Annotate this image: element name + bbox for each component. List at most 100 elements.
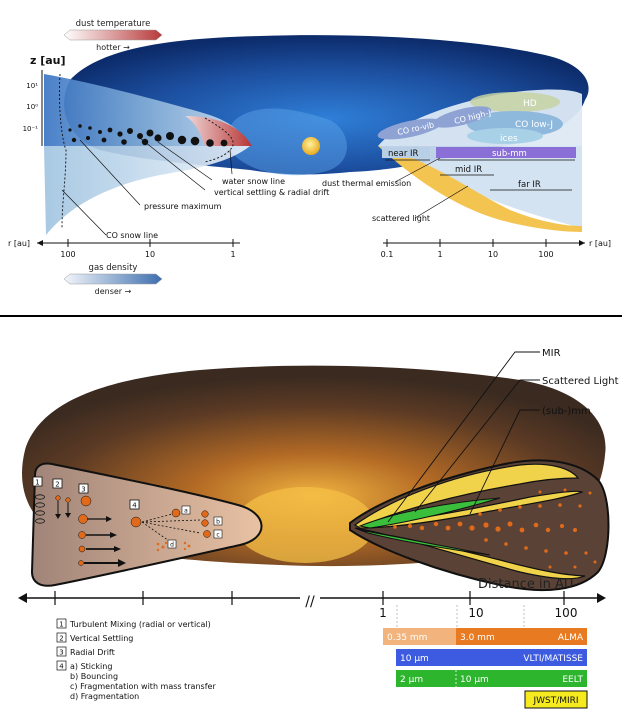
scattered-leader [414, 379, 540, 513]
warm-core [235, 487, 375, 563]
z-tick-3: 10⁻¹ [23, 125, 39, 133]
scattered-light-layer [378, 146, 582, 232]
process-legend: 1 Turbulent Mixing (radial or vertical) … [56, 618, 216, 701]
svg-text:c: c [216, 532, 219, 539]
svg-text:2: 2 [55, 481, 59, 489]
grain-leaders [61, 137, 233, 236]
gas-legend-note: denser → [95, 287, 132, 296]
axis-break: // [305, 594, 315, 610]
jwst-name-label: JWST/MIRI [532, 696, 578, 706]
near-ir-band [382, 147, 430, 158]
distance-axis: // Distance in AU 1 10 100 [18, 577, 606, 628]
near-ir-label: near IR [388, 149, 419, 159]
right-r-tick-0-1: 0.1 [381, 250, 394, 259]
alma-mid-label: 3.0 mm [460, 633, 495, 643]
eelt-name-label: EELT [562, 675, 583, 685]
axis-tick-10: 10 [468, 606, 483, 620]
legend-sub-d: d) Fragmentation [70, 692, 139, 701]
process-box-1: 1 [32, 476, 45, 524]
co-rovib-region [377, 118, 443, 140]
hot-region [185, 116, 252, 146]
co-low-j-label: CO low-J [515, 120, 553, 130]
vlti-left-label: 10 µm [400, 654, 429, 664]
pressure-maximum-label: pressure maximum [144, 202, 222, 211]
scattered-light-leader [414, 185, 469, 219]
dust-thermal-label: dust thermal emission [322, 179, 411, 188]
mir-lower [359, 529, 491, 556]
far-ir-label: far IR [518, 180, 541, 190]
process-box-4: 4 a b c d [129, 499, 223, 552]
submm-label: (sub-)mm [542, 406, 591, 417]
right-disk-grains [393, 488, 597, 569]
mid-ir-label: mid IR [455, 165, 482, 175]
z-axis-label: z [au] [30, 54, 66, 67]
axis-tick-1: 1 [379, 606, 387, 620]
left-r-tick-10: 10 [145, 250, 155, 259]
bottom-panel: 1 2 3 [18, 348, 619, 709]
vlti-name-label: VLTI/MATISSE [523, 654, 583, 664]
submm-leader [469, 409, 540, 515]
process-box-2: 2 [52, 478, 71, 519]
gas-legend-title: gas density [89, 263, 138, 273]
left-r-axis: r [au] 100 10 1 [8, 239, 240, 259]
sub-mm-label: sub-mm [492, 149, 527, 159]
scattered-light-label: scattered light [372, 214, 430, 223]
scattered-label: Scattered Light [542, 376, 619, 387]
co-high-j-region [432, 106, 492, 128]
legend-text-3: Radial Drift [70, 648, 115, 657]
right-r-axis-label: r [au] [589, 239, 611, 248]
top-panel: dust temperature hotter → z [au] 10¹ 10⁰… [8, 19, 611, 296]
z-tick-2: 10⁰ [26, 103, 38, 111]
legend-sub-b: b) Bouncing [70, 672, 118, 681]
gas-legend-bar [63, 273, 163, 285]
alma-left-label: 0.35 mm [387, 633, 427, 643]
svg-text:a: a [184, 508, 188, 515]
z-tick-1: 10¹ [26, 82, 38, 90]
left-r-axis-label: r [au] [8, 239, 30, 248]
ices-region [467, 128, 543, 144]
cloud-core [228, 108, 347, 176]
right-r-tick-100: 100 [538, 250, 553, 259]
right-r-axis: 0.1 1 10 100 r [au] [381, 239, 611, 259]
ices-label: ices [500, 134, 518, 144]
legend-num-3: 3 [59, 649, 63, 657]
gas-legend: gas density denser → [63, 263, 163, 296]
vertical-settling-label: vertical settling & radial drift [214, 188, 329, 197]
legend-text-4: a) Sticking [70, 662, 112, 671]
svg-text:1: 1 [35, 479, 39, 487]
eelt-left-label: 2 µm [400, 675, 423, 685]
mir-leader [387, 351, 540, 523]
dust-thermal-leader [394, 157, 441, 183]
left-r-tick-1: 1 [230, 250, 235, 259]
legend-text-1: Turbulent Mixing (radial or vertical) [69, 620, 211, 629]
eelt-bar: 2 µm 10 µm EELT [396, 670, 587, 687]
co-snow-line-label: CO snow line [106, 231, 158, 240]
svg-text:d: d [170, 542, 174, 549]
svg-text:b: b [216, 519, 220, 526]
axis-tick-100: 100 [555, 606, 578, 620]
legend-text-2: Vertical Settling [70, 634, 133, 643]
vlti-bar: 10 µm VLTI/MATISSE [396, 649, 587, 666]
legend-num-4: 4 [59, 663, 64, 671]
alma-name-label: ALMA [558, 633, 584, 643]
alma-bar: 0.35 mm 3.0 mm ALMA [383, 628, 587, 645]
distance-label: Distance in AU [478, 577, 573, 592]
eelt-mid-label: 10 µm [460, 675, 489, 685]
temp-legend-note: hotter → [96, 43, 130, 52]
legend-num-2: 2 [59, 635, 63, 643]
temp-legend: dust temperature hotter → [63, 19, 163, 52]
water-snow-line-label: water snow line [222, 177, 285, 186]
jwst-bar: JWST/MIRI [524, 690, 588, 709]
mir-surface [358, 497, 501, 529]
left-process-disk [30, 462, 263, 587]
process-box-3: 3 [78, 483, 126, 567]
mir-label: MIR [542, 348, 561, 359]
hd-label: HD [523, 99, 537, 109]
right-r-tick-1: 1 [437, 250, 442, 259]
central-star [302, 137, 320, 155]
left-r-tick-100: 100 [60, 250, 75, 259]
sub-mm-band [436, 147, 576, 158]
right-r-tick-10: 10 [488, 250, 498, 259]
svg-text:4: 4 [132, 502, 137, 510]
temp-legend-title: dust temperature [76, 19, 151, 29]
